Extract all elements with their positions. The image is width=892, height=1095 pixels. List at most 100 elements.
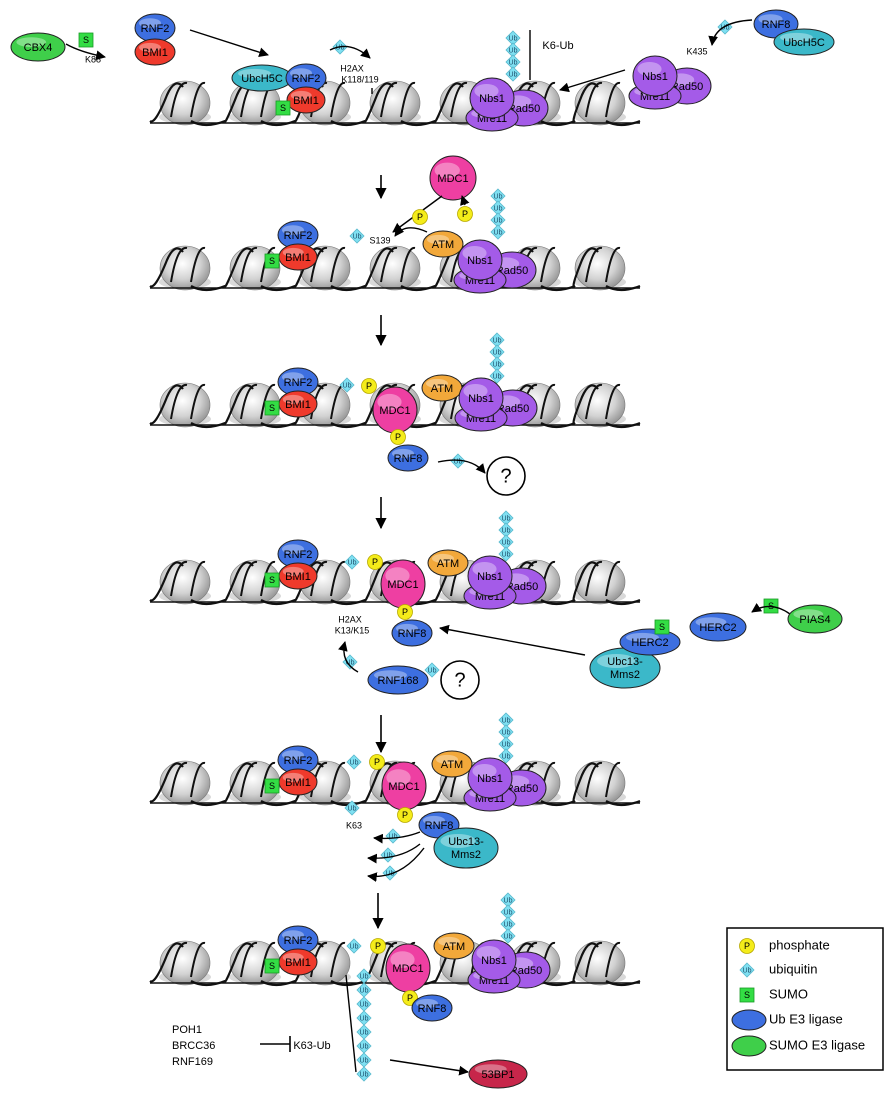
sumo-icon: S bbox=[275, 100, 291, 116]
ubiquitin-icon: Ub bbox=[380, 847, 396, 863]
ubiquitin-label: Ub bbox=[353, 233, 362, 240]
ubiquitin-icon: Ub bbox=[505, 66, 521, 82]
rnf8: RNF8 bbox=[387, 444, 429, 472]
poh1-label: POH1 bbox=[172, 1024, 202, 1036]
dna-wrap bbox=[190, 383, 206, 420]
pias4: PIAS4 bbox=[787, 604, 843, 634]
ubiquitin-icon: Ub bbox=[349, 228, 365, 244]
rad50-label: Rad50 bbox=[497, 403, 529, 415]
sumo-label: S bbox=[269, 961, 275, 971]
bmi1: BMI1 bbox=[278, 390, 318, 418]
dna-wrap bbox=[330, 941, 346, 978]
bp53: 53BP1 bbox=[468, 1059, 528, 1089]
legend-sumo-label: SUMO bbox=[769, 986, 808, 1001]
rnf8-label: RNF8 bbox=[762, 19, 791, 31]
dna-wrap bbox=[605, 246, 621, 283]
legend-sumo-icon: S bbox=[739, 987, 755, 1003]
legend-ubiquitin-icon: Ub bbox=[739, 962, 755, 978]
unknown-substrate-question-icon: ? bbox=[440, 660, 480, 700]
ubiquitin-icon: Ub bbox=[346, 938, 362, 954]
sumo-icon: S bbox=[264, 400, 280, 416]
ubiquitin-label: Ub bbox=[493, 373, 502, 380]
phosphate-icon: P bbox=[370, 938, 386, 954]
ubiquitin-label: Ub bbox=[502, 753, 511, 760]
atm: ATM bbox=[427, 549, 469, 577]
ubc13-mms2-label-2: Mms2 bbox=[451, 849, 481, 861]
arrow-rnf8-ub-nbs1 bbox=[708, 19, 753, 46]
nbs1-label: Nbs1 bbox=[481, 955, 507, 967]
dna-wrap bbox=[585, 383, 603, 420]
dna-wrap bbox=[585, 941, 603, 978]
nucleosome bbox=[574, 80, 626, 126]
ubiquitin-label: Ub bbox=[721, 24, 730, 31]
phosphate-icon: P bbox=[412, 209, 428, 225]
herc2-label: HERC2 bbox=[699, 622, 736, 634]
nucleosome bbox=[159, 382, 211, 428]
rnf2: RNF2 bbox=[285, 63, 327, 93]
question-mark: ? bbox=[500, 465, 511, 487]
bmi1: BMI1 bbox=[286, 86, 326, 114]
dna-wrap bbox=[310, 560, 328, 597]
arrow-mrn-to-chromatin bbox=[559, 69, 626, 93]
brcc36-label: BRCC36 bbox=[172, 1040, 215, 1052]
ubiquitin-icon: Ub bbox=[498, 748, 514, 764]
arrow-k63-chain-2 bbox=[367, 843, 421, 864]
ubiquitin-icon: Ub bbox=[356, 996, 372, 1012]
bmi1-label: BMI1 bbox=[285, 957, 311, 969]
dna-wrap bbox=[240, 383, 258, 420]
sumo-icon: S bbox=[264, 958, 280, 974]
dna-wrap bbox=[450, 81, 468, 118]
arrow-k63-chain-1 bbox=[373, 831, 421, 844]
dna-wrap bbox=[170, 383, 188, 420]
phosphate-icon: P bbox=[397, 604, 413, 620]
ubiquitin-label: Ub bbox=[454, 458, 463, 465]
nucleosome bbox=[369, 245, 421, 291]
chromatin-panel-2 bbox=[149, 245, 641, 292]
ubiquitin-label: Ub bbox=[348, 805, 357, 812]
mdc1-label: MDC1 bbox=[387, 579, 418, 591]
rnf168-label: RNF168 bbox=[378, 675, 419, 687]
phosphate-label: P bbox=[402, 810, 408, 820]
phosphate-icon: P bbox=[367, 554, 383, 570]
bmi1-label: BMI1 bbox=[293, 95, 319, 107]
ubiquitin-label: Ub bbox=[504, 921, 513, 928]
phosphate-label: P bbox=[374, 757, 380, 767]
nbs1-label: Nbs1 bbox=[479, 93, 505, 105]
arrow-k63ub-recruits-53bp1 bbox=[389, 1059, 469, 1076]
nucleosome bbox=[159, 559, 211, 605]
cbx4-label: CBX4 bbox=[24, 42, 53, 54]
ubiquitin-label: Ub bbox=[360, 1043, 369, 1050]
ubiquitin-icon: Ub bbox=[356, 1066, 372, 1082]
ubiquitin-label: Ub bbox=[502, 539, 511, 546]
ubiquitin-icon: Ub bbox=[498, 546, 514, 562]
arrow-to-chromatin-1 bbox=[189, 29, 269, 57]
dna-wrap bbox=[260, 941, 276, 978]
dna-wrap bbox=[585, 246, 603, 283]
nucleosome bbox=[574, 245, 626, 291]
mdc1-label: MDC1 bbox=[437, 173, 468, 185]
dna-wrap bbox=[170, 560, 188, 597]
rnf2: RNF2 bbox=[134, 13, 176, 43]
ubiquitin-label: Ub bbox=[360, 1015, 369, 1022]
mdc1: MDC1 bbox=[385, 943, 431, 993]
ubiquitin-label: Ub bbox=[350, 943, 359, 950]
rnf8-label: RNF8 bbox=[398, 628, 427, 640]
bmi1-label: BMI1 bbox=[285, 252, 311, 264]
sumo-icon: S bbox=[264, 778, 280, 794]
mdc1-label: MDC1 bbox=[388, 781, 419, 793]
dna-wrap bbox=[260, 560, 276, 597]
dna-wrap bbox=[330, 761, 346, 798]
rad50-label: Rad50 bbox=[496, 265, 528, 277]
ubiquitin-label: Ub bbox=[494, 193, 503, 200]
ubiquitin-icon: Ub bbox=[356, 1038, 372, 1054]
ubc13-mms2-label-2: Mms2 bbox=[610, 669, 640, 681]
mdc1: MDC1 bbox=[429, 155, 477, 201]
